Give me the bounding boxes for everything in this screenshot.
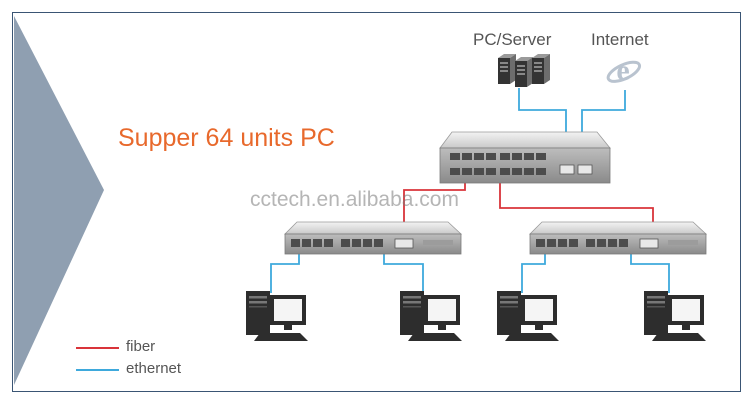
pc-server-label: PC/Server <box>473 30 552 49</box>
diagram-title: Supper 64 units PC <box>118 124 335 152</box>
svg-text:e: e <box>616 54 629 87</box>
desktop-pc-icon <box>644 291 706 341</box>
legend-fiber-label: fiber <box>126 338 156 355</box>
desktop-pc-icon <box>400 291 462 341</box>
frame-border <box>12 12 741 392</box>
internet-explorer-icon: e <box>606 54 642 87</box>
ethernet-link-pc2-switch <box>383 250 424 293</box>
direction-arrow-shape <box>14 16 104 385</box>
ethernet-link-pc4-switch <box>630 250 670 293</box>
desktop-pc-icon <box>497 291 559 341</box>
network-switch-icon <box>284 221 463 255</box>
desktop-pc-icon <box>246 291 308 341</box>
legend-ethernet-label: ethernet <box>126 360 182 377</box>
ethernet-link-pc1-switch <box>270 250 300 293</box>
server-rack-icon <box>498 54 550 87</box>
watermark: cctech.en.alibaba.com <box>250 188 459 211</box>
network-switch-icon <box>439 131 611 184</box>
ethernet-link-pc3-switch <box>521 250 546 293</box>
internet-label: Internet <box>591 30 649 49</box>
network-switch-icon <box>529 221 708 255</box>
